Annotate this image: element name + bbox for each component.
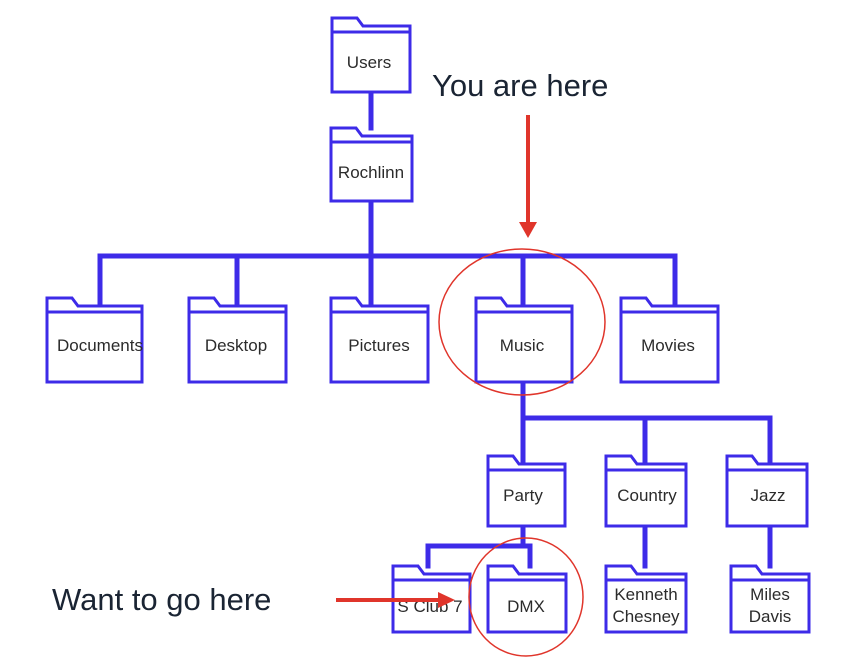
- folder-icon: [45, 296, 144, 384]
- folder-label: Party: [503, 486, 543, 505]
- folder-jazz[interactable]: Jazz: [725, 454, 809, 528]
- folder-icon: [604, 564, 688, 634]
- folder-label: Pictures: [348, 336, 409, 355]
- folder-icon: [187, 296, 288, 384]
- folder-icon: [330, 16, 412, 94]
- folder-label-line-2: Chesney: [612, 607, 680, 626]
- folder-label-line-2: Davis: [749, 607, 792, 626]
- you-are-here-label: You are here: [432, 68, 608, 103]
- folder-icon: [619, 296, 720, 384]
- folder-users[interactable]: Users: [330, 16, 412, 94]
- folder-label: Jazz: [751, 486, 786, 505]
- folder-miles-davis[interactable]: Miles Davis: [729, 564, 811, 634]
- folder-label-line-1: Miles: [750, 585, 790, 604]
- folder-label: Users: [347, 53, 391, 72]
- folder-icon: [729, 564, 811, 634]
- want-to-go-here-label: Want to go here: [52, 582, 271, 617]
- folder-party[interactable]: Party: [486, 454, 567, 528]
- folder-rochlinn[interactable]: Rochlinn: [329, 126, 414, 203]
- folder-kenneth-chesney[interactable]: Kenneth Chesney: [604, 564, 688, 634]
- folder-label: Movies: [641, 336, 695, 355]
- highlight-circle-current: [438, 248, 606, 396]
- folder-icon: [329, 296, 430, 384]
- folder-desktop[interactable]: Desktop: [187, 296, 288, 384]
- folder-label: Country: [617, 486, 677, 505]
- folder-country[interactable]: Country: [604, 454, 688, 528]
- folder-icon: [486, 454, 567, 528]
- arrow-icon-right: [336, 592, 455, 608]
- folder-dmx[interactable]: DMX: [486, 564, 568, 634]
- folder-label: Documents: [57, 336, 143, 355]
- highlight-circle-target: [468, 537, 584, 657]
- folder-icon: [329, 126, 414, 203]
- tree-connectors: [97, 89, 773, 569]
- folder-pictures[interactable]: Pictures: [329, 296, 430, 384]
- folder-label: DMX: [507, 597, 545, 616]
- folder-label: Music: [500, 336, 545, 355]
- folder-icon: [486, 564, 568, 634]
- folder-icon: [725, 454, 809, 528]
- folder-label: Rochlinn: [338, 163, 404, 182]
- folder-music[interactable]: Music: [474, 296, 574, 384]
- folder-label: Desktop: [205, 336, 267, 355]
- folder-label-line-1: Kenneth: [614, 585, 677, 604]
- arrow-icon-down: [519, 115, 537, 238]
- folder-icon: [604, 454, 688, 528]
- folder-documents[interactable]: Documents: [45, 296, 144, 384]
- folder-movies[interactable]: Movies: [619, 296, 720, 384]
- folder-icon: [474, 296, 574, 384]
